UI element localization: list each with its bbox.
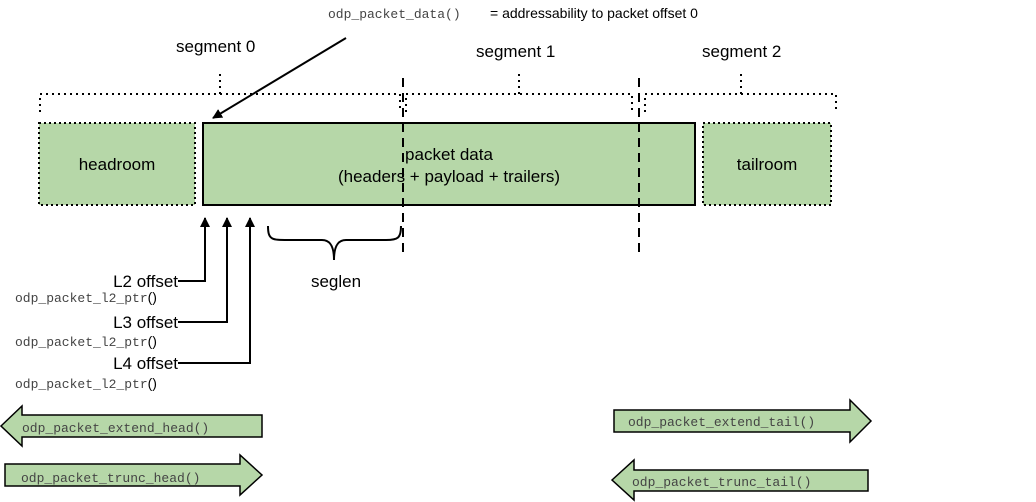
segment-1-brace: [405, 72, 633, 112]
l2-offset-function-name: odp_packet_l2_ptr: [15, 291, 148, 306]
extend-tail-arrow: [613, 398, 873, 444]
tailroom-label: tailroom: [737, 155, 797, 174]
l3-offset-function: odp_packet_l2_ptr(): [15, 333, 157, 350]
tailroom-box: [702, 122, 832, 206]
l2-offset-label: L2 offset: [113, 272, 178, 291]
seglen-label: seglen: [311, 272, 361, 291]
l4-offset-label: L4 offset: [113, 354, 178, 373]
extend-head-label: odp_packet_extend_head(): [22, 421, 209, 436]
l4-offset-arrow: [178, 217, 255, 364]
segment-1-label: segment 1: [476, 42, 555, 61]
seglen-brace: [267, 225, 402, 261]
l2-offset-function-parens: (): [148, 289, 157, 305]
trunc-tail-arrow: [610, 458, 869, 502]
odp-packet-data-function: odp_packet_data(): [328, 7, 461, 22]
segment-2-label: segment 2: [702, 42, 781, 61]
extend-head-arrow: [0, 404, 263, 448]
headroom-label: headroom: [79, 155, 156, 174]
headroom-box: [38, 122, 196, 206]
l3-offset-function-name: odp_packet_l2_ptr: [15, 335, 148, 350]
packet-data-pointer-arrow: [212, 37, 347, 119]
l3-offset-arrow: [178, 217, 232, 323]
trunc-head-label: odp_packet_trunc_head(): [21, 471, 200, 486]
segment-2-brace: [644, 72, 837, 112]
extend-tail-label: odp_packet_extend_tail(): [628, 415, 815, 430]
trunc-head-arrow: [4, 453, 264, 497]
segment-0-label: segment 0: [176, 37, 255, 56]
packet-data-label: packet data: [405, 145, 493, 164]
packet-data-box: [202, 122, 696, 206]
segment-0-brace: [39, 72, 401, 112]
l4-offset-function-name: odp_packet_l2_ptr: [15, 377, 148, 392]
l2-offset-arrow: [178, 217, 210, 282]
trunc-tail-label: odp_packet_trunc_tail(): [632, 475, 811, 490]
odp-packet-data-description: = addressability to packet offset 0: [490, 5, 698, 21]
l3-offset-label: L3 offset: [113, 313, 178, 332]
l2-offset-function: odp_packet_l2_ptr(): [15, 289, 157, 306]
l3-offset-function-parens: (): [148, 333, 157, 349]
packet-data-sublabel: (headers + payload + trailers): [338, 167, 560, 186]
l4-offset-function-parens: (): [148, 375, 157, 391]
l4-offset-function: odp_packet_l2_ptr(): [15, 375, 157, 392]
